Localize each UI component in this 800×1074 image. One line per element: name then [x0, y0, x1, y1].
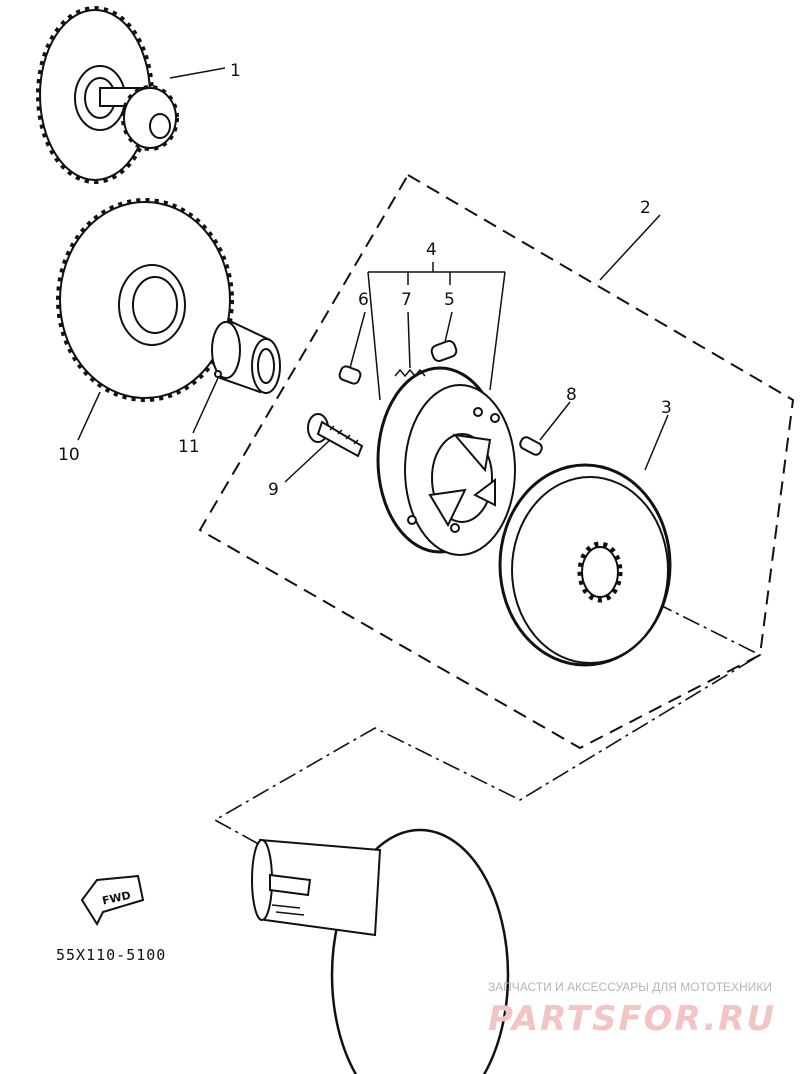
callout-3: 3	[661, 398, 672, 418]
fwd-arrow: FWD	[80, 874, 145, 927]
part-10-wheel-gear	[56, 198, 234, 402]
callout-5: 5	[444, 290, 455, 310]
part-1-idle-gear	[36, 6, 179, 184]
leader-lines	[77, 67, 669, 483]
callout-9: 9	[268, 480, 279, 500]
assembly-boundary	[198, 173, 795, 750]
part-6-roller	[338, 365, 362, 385]
part-9-bolt	[307, 413, 364, 458]
callout-4: 4	[426, 240, 437, 260]
part-7-spring	[394, 368, 426, 378]
callout-8: 8	[566, 385, 577, 405]
callout-7: 7	[401, 290, 412, 310]
watermark-brand: PARTSFOR.RU	[488, 999, 776, 1039]
callout-1: 1	[230, 61, 241, 81]
part-8-dowel-pin	[519, 436, 543, 456]
callout-11: 11	[178, 437, 200, 457]
crankshaft-flywheel	[251, 828, 510, 1074]
part-11-bushing	[211, 320, 281, 394]
watermark-caption: ЗАПЧАСТИ И АКСЕССУАРЫ ДЛЯ МОТОТЕХНИКИ	[488, 980, 772, 994]
callout-2: 2	[640, 198, 651, 218]
drawing-code: 55X110-5100	[56, 946, 166, 964]
callout-6: 6	[358, 290, 369, 310]
part-5-plunger-cap	[430, 340, 458, 362]
part-4-clutch-body	[376, 366, 516, 556]
fwd-label: FWD	[101, 889, 132, 908]
callout-10: 10	[58, 445, 80, 465]
part-3-starter-wheel	[498, 463, 672, 667]
alignment-centerline	[213, 574, 762, 901]
